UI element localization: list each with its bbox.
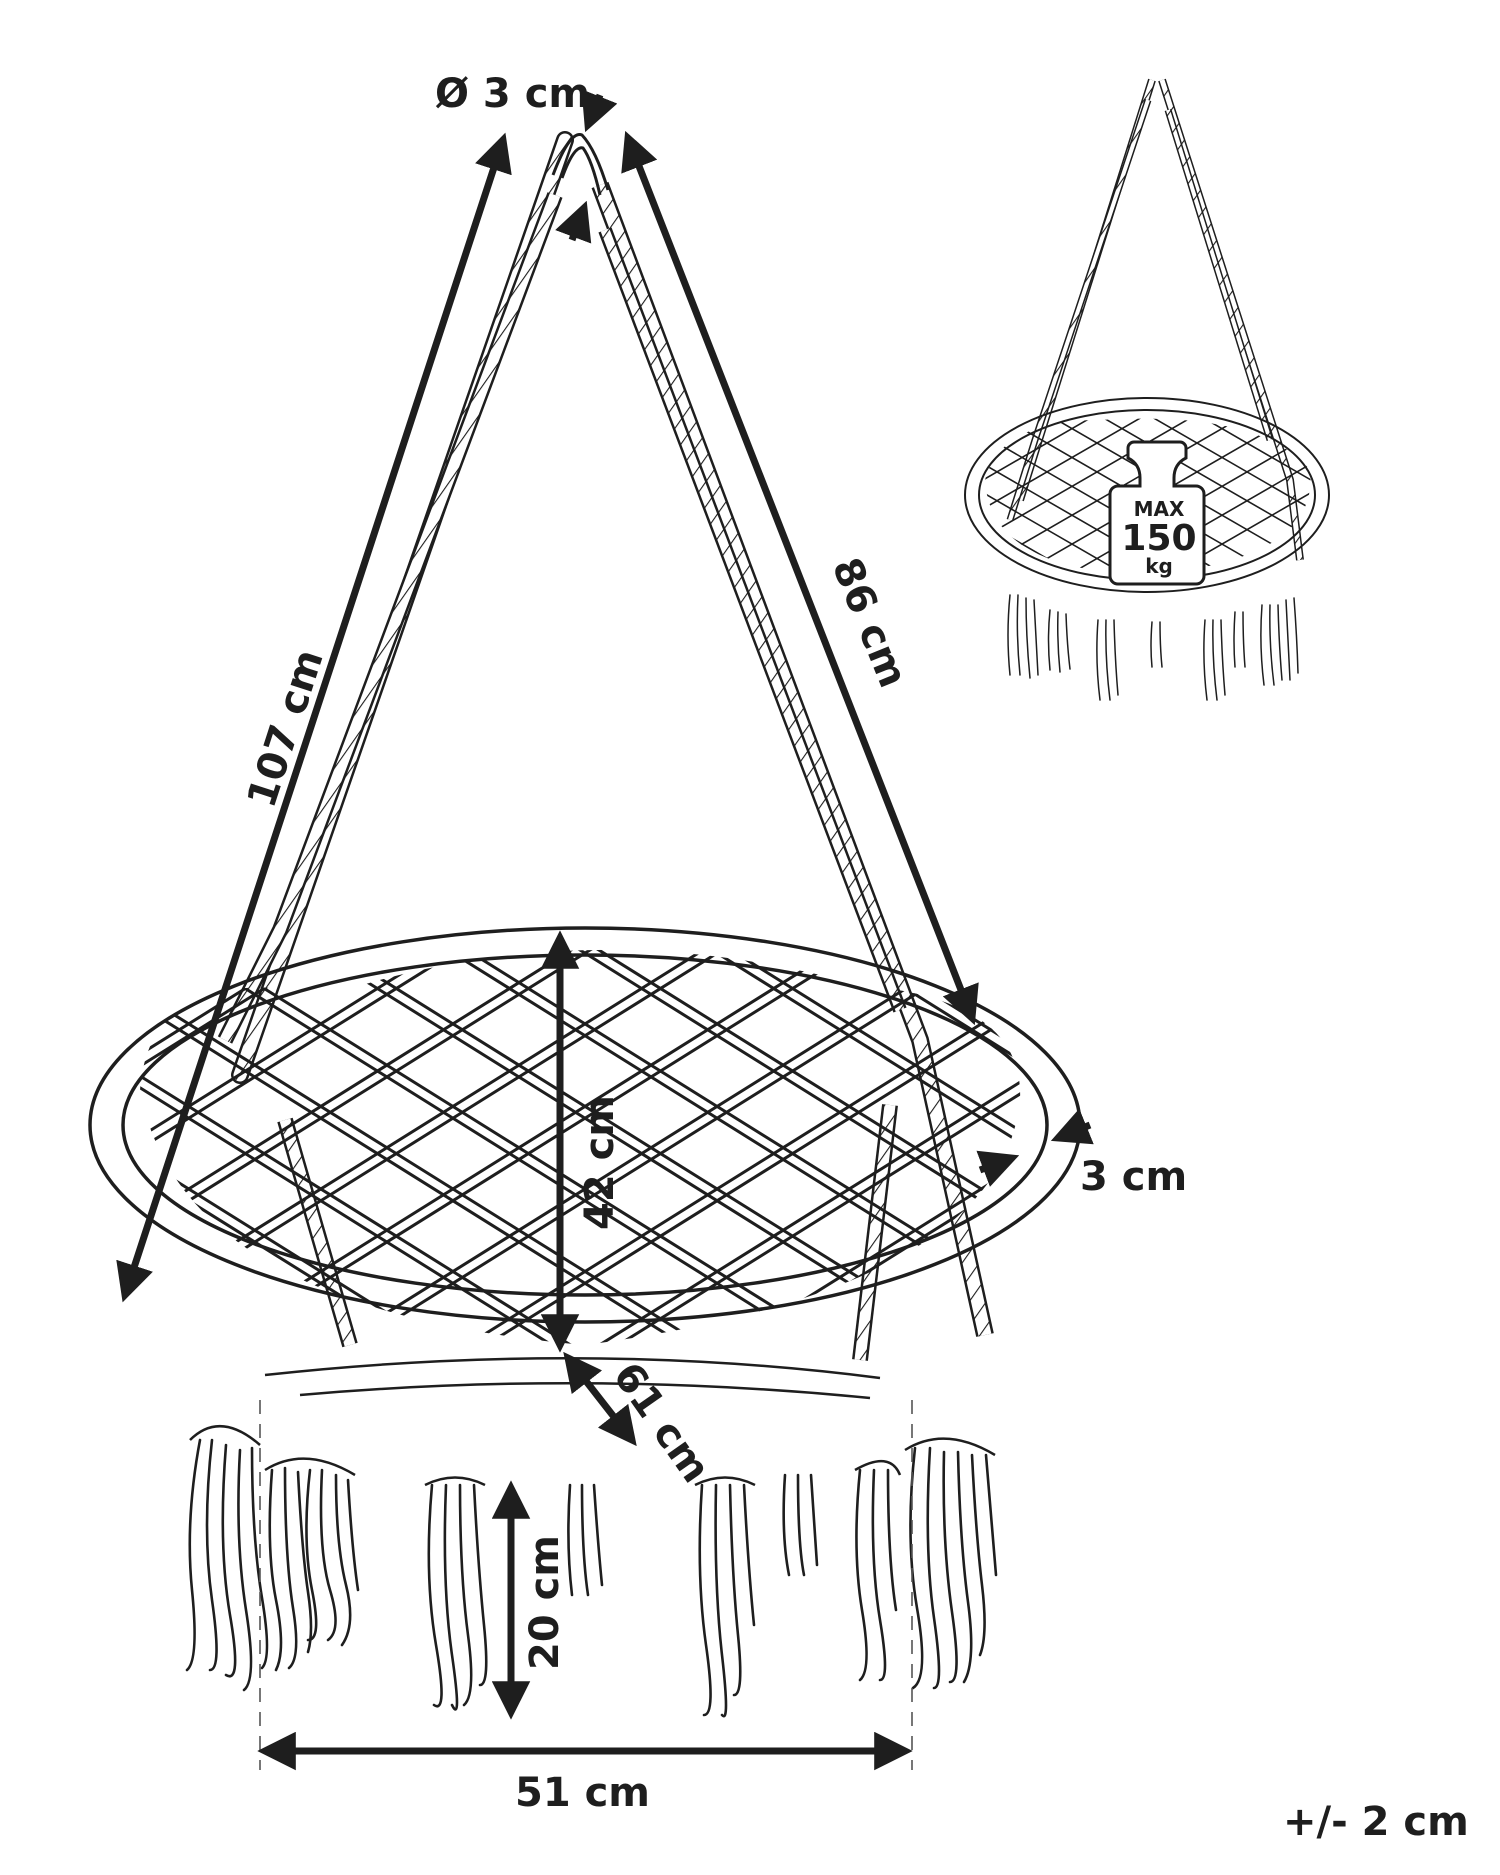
ring-thickness-arrow-inner — [976, 1150, 1020, 1187]
weight-badge-max: MAX — [1134, 497, 1185, 521]
fringe-width-label: 51 cm — [515, 1770, 650, 1816]
fringe-length-label: 20 cm — [522, 1535, 568, 1670]
weight-badge-value: 150 — [1121, 518, 1196, 559]
seat-depth-label: 42 cm — [577, 1095, 623, 1230]
rope-diameter-label: Ø 3 cm — [435, 71, 590, 117]
tolerance-note: +/- 2 cm — [1283, 1799, 1469, 1845]
seat-diameter-arrow — [563, 1351, 637, 1447]
macrame-net — [140, 949, 1021, 1345]
inset-chair-illustration: MAX 150 kg — [964, 78, 1330, 701]
fringe-tassels — [185, 1425, 998, 1718]
left-rope-length-arrow — [116, 132, 512, 1303]
rope-diameter-arrow-top — [581, 89, 618, 133]
max-weight-badge: MAX 150 kg — [1108, 440, 1206, 586]
right-rope-length-arrow — [621, 130, 979, 1026]
ring-thickness-arrow-outer — [1050, 1108, 1094, 1145]
rope-diameter-arrow-bottom — [555, 200, 592, 244]
weight-icon — [1108, 440, 1206, 586]
left-rope-length-label: 107 cm — [239, 644, 333, 813]
weight-badge-unit: kg — [1145, 554, 1173, 578]
main-chair-illustration — [88, 131, 1082, 1770]
ring-thickness-label: 3 cm — [1080, 1154, 1187, 1200]
